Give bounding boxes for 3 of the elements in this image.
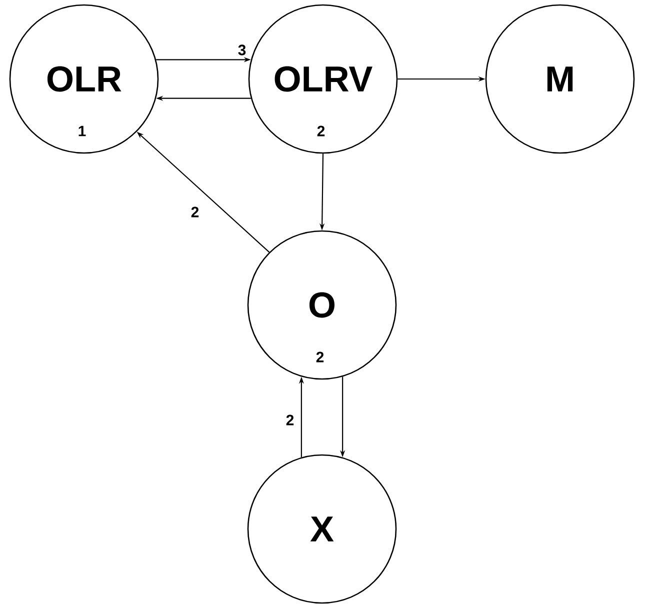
edge-label: 2 <box>284 414 296 426</box>
edge-label: 3 <box>236 44 248 56</box>
edge-label: 2 <box>190 206 200 218</box>
